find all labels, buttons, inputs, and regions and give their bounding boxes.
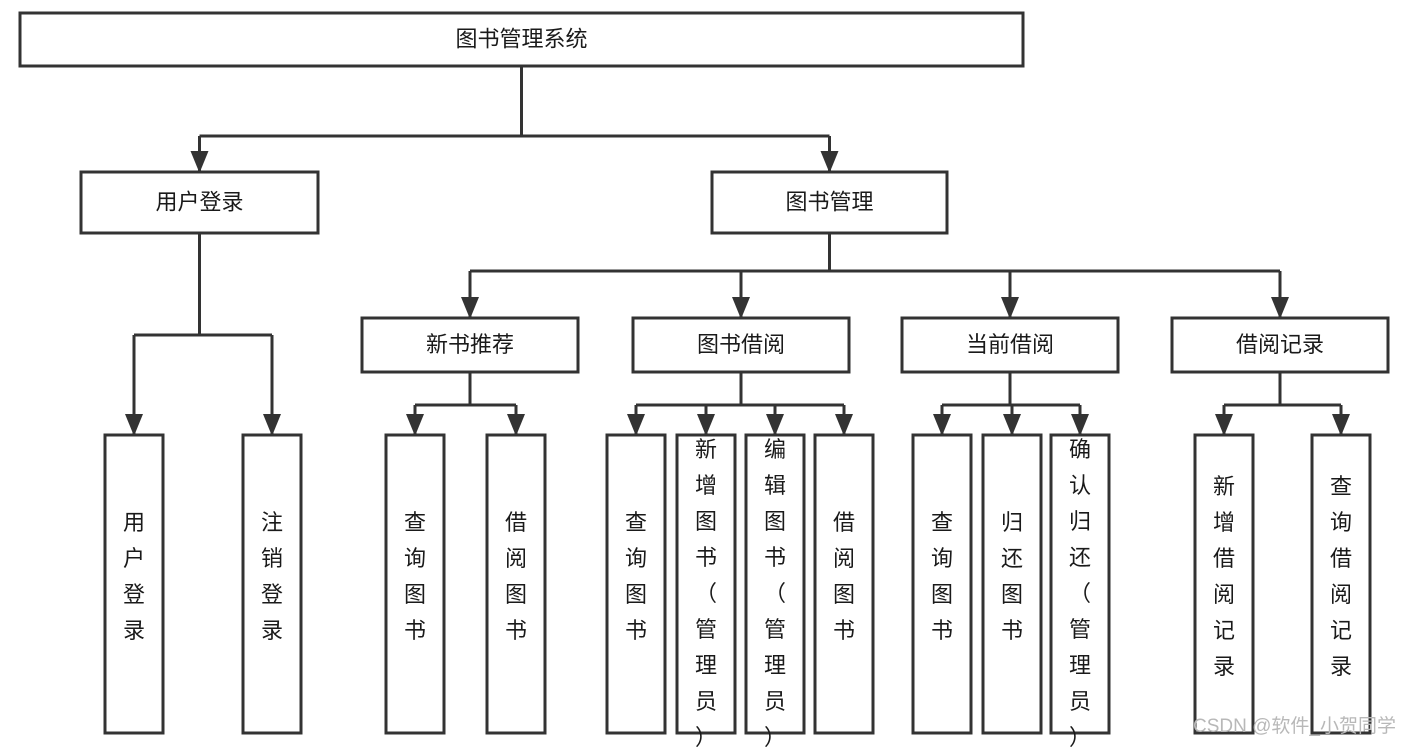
- leaf-node-box[interactable]: [911, 433, 973, 735]
- leaf-node-box[interactable]: [384, 433, 446, 735]
- leaf-node-label: 注销登录: [261, 510, 283, 643]
- level3-node-label: 当前借阅: [966, 332, 1054, 357]
- leaf-node-label: 查询图书: [931, 510, 953, 643]
- leaf-node-box[interactable]: [241, 433, 303, 735]
- arrow-head-icon: [820, 151, 839, 173]
- arrow-head-icon: [263, 414, 281, 436]
- leaf-node-box[interactable]: [485, 433, 547, 735]
- leaf-node-label: 新增借阅记录: [1213, 474, 1235, 679]
- leaf-node-box[interactable]: [1193, 433, 1255, 735]
- leaf-node-box[interactable]: [1310, 433, 1372, 735]
- leaf-node-5[interactable]: 查询图书: [605, 433, 667, 735]
- arrow-head-icon: [1271, 297, 1289, 319]
- level3-node-label: 新书推荐: [426, 332, 514, 357]
- arrow-head-icon: [1071, 414, 1089, 436]
- leaf-node-box[interactable]: [1049, 433, 1111, 735]
- level3-node-2[interactable]: 图书借阅: [631, 316, 851, 374]
- arrow-head-icon: [732, 297, 750, 319]
- connector-layer: [125, 66, 1350, 436]
- arrow-head-icon: [406, 414, 424, 436]
- arrow-head-icon: [507, 414, 525, 436]
- root-node-box[interactable]: [18, 11, 1025, 68]
- level2-node-box[interactable]: [710, 170, 949, 235]
- leaf-node-9[interactable]: 查询图书: [911, 433, 973, 735]
- arrow-head-icon: [697, 414, 715, 436]
- leaf-node-10[interactable]: 归还图书: [981, 433, 1043, 735]
- arrow-head-icon: [190, 151, 209, 173]
- leaf-node-box[interactable]: [981, 433, 1043, 735]
- level3-node-box[interactable]: [1170, 316, 1390, 374]
- leaf-node-7[interactable]: 编辑图书（管理员）: [744, 433, 806, 747]
- arrow-head-icon: [627, 414, 645, 436]
- leaf-node-label: 确认归还（管理员）: [1069, 437, 1091, 747]
- leaf-node-3[interactable]: 查询图书: [384, 433, 446, 735]
- leaf-node-box[interactable]: [605, 433, 667, 735]
- level3-node-box[interactable]: [631, 316, 851, 374]
- level3-node-3[interactable]: 当前借阅: [900, 316, 1120, 374]
- root-node-1[interactable]: 图书管理系统: [18, 11, 1025, 68]
- leaf-node-2[interactable]: 注销登录: [241, 433, 303, 735]
- arrow-head-icon: [125, 414, 143, 436]
- level3-node-box[interactable]: [900, 316, 1120, 374]
- leaf-node-label: 查询借阅记录: [1330, 474, 1352, 679]
- level3-node-box[interactable]: [360, 316, 580, 374]
- leaf-node-label: 新增图书（管理员）: [695, 437, 717, 747]
- leaf-node-box[interactable]: [744, 433, 806, 735]
- leaf-node-box[interactable]: [675, 433, 737, 735]
- root-node-label: 图书管理系统: [455, 26, 587, 51]
- level2-node-label: 用户登录: [155, 189, 243, 214]
- level3-node-4[interactable]: 借阅记录: [1170, 316, 1390, 374]
- leaf-node-label: 用户登录: [123, 510, 145, 643]
- level2-node-box[interactable]: [79, 170, 320, 235]
- arrow-head-icon: [766, 414, 784, 436]
- level3-node-1[interactable]: 新书推荐: [360, 316, 580, 374]
- leaf-node-label: 查询图书: [404, 510, 426, 643]
- arrow-head-icon: [835, 414, 853, 436]
- level3-node-label: 借阅记录: [1236, 332, 1324, 357]
- arrow-head-icon: [1332, 414, 1350, 436]
- leaf-node-label: 借阅图书: [505, 510, 527, 643]
- leaf-node-label: 借阅图书: [833, 510, 855, 643]
- level3-node-label: 图书借阅: [697, 332, 785, 357]
- csdn-watermark: CSDN @软件_小贺同学: [1193, 715, 1396, 737]
- level2-node-1[interactable]: 用户登录: [79, 170, 320, 235]
- arrow-head-icon: [461, 297, 479, 319]
- leaf-node-8[interactable]: 借阅图书: [813, 433, 875, 735]
- leaf-node-box[interactable]: [813, 433, 875, 735]
- leaf-node-6[interactable]: 新增图书（管理员）: [675, 433, 737, 747]
- leaf-node-label: 归还图书: [1001, 510, 1023, 643]
- node-layer: 图书管理系统用户登录图书管理新书推荐图书借阅当前借阅借阅记录用户登录注销登录查询…: [18, 11, 1390, 747]
- leaf-node-1[interactable]: 用户登录: [103, 433, 165, 735]
- arrow-head-icon: [1215, 414, 1233, 436]
- leaf-node-4[interactable]: 借阅图书: [485, 433, 547, 735]
- level2-node-2[interactable]: 图书管理: [710, 170, 949, 235]
- leaf-node-box[interactable]: [103, 433, 165, 735]
- arrow-head-icon: [1001, 297, 1019, 319]
- arrow-head-icon: [933, 414, 951, 436]
- leaf-node-label: 查询图书: [625, 510, 647, 643]
- leaf-node-13[interactable]: 查询借阅记录: [1310, 433, 1372, 735]
- arrow-head-icon: [1003, 414, 1021, 436]
- leaf-node-label: 编辑图书（管理员）: [764, 437, 786, 747]
- leaf-node-12[interactable]: 新增借阅记录: [1193, 433, 1255, 735]
- leaf-node-11[interactable]: 确认归还（管理员）: [1049, 433, 1111, 747]
- level2-node-label: 图书管理: [785, 189, 873, 214]
